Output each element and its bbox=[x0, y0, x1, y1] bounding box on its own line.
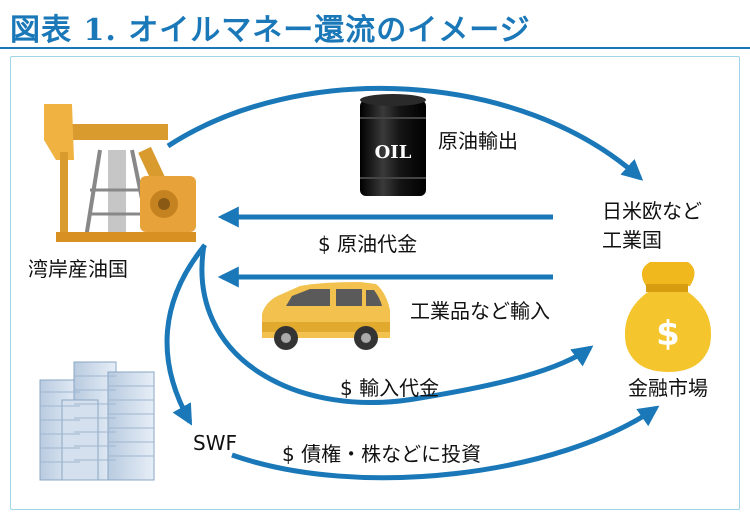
swf-label: SWF bbox=[193, 431, 237, 455]
industrial-countries-label-line2: 工業国 bbox=[602, 228, 662, 252]
industrial-countries-label-line1: 日米欧など bbox=[602, 199, 702, 223]
import-payment-arrow bbox=[199, 244, 594, 405]
barrel-label: OIL bbox=[375, 142, 412, 163]
pumpjack-icon bbox=[44, 104, 196, 242]
car-icon bbox=[262, 282, 390, 350]
import-payment-label: $ 輸入代金 bbox=[340, 376, 440, 400]
crude-export-arrow bbox=[166, 85, 644, 181]
money-bag-symbol: $ bbox=[656, 314, 680, 354]
buildings-icon bbox=[39, 361, 155, 481]
page-title: 図表 1. オイルマネー還流のイメージ bbox=[10, 13, 531, 48]
financial-markets-label: 金融市場 bbox=[628, 376, 708, 400]
industrial-imports-label: 工業品など輸入 bbox=[410, 299, 550, 323]
title-divider bbox=[0, 47, 750, 49]
money-bag-icon: $ bbox=[624, 262, 712, 372]
crude-payment-label: $ 原油代金 bbox=[318, 232, 418, 256]
crude-export-label: 原油輸出 bbox=[438, 129, 518, 153]
oil-barrel-icon: OIL bbox=[360, 94, 426, 196]
swf-funding-arrow bbox=[164, 243, 207, 426]
gulf-countries-label: 湾岸産油国 bbox=[28, 257, 128, 281]
swf-investment-label: $ 債権・株などに投資 bbox=[282, 442, 482, 466]
swf-investment-arrow bbox=[231, 405, 660, 481]
title-bar: 図表 1. オイルマネー還流のイメージ bbox=[0, 0, 750, 50]
